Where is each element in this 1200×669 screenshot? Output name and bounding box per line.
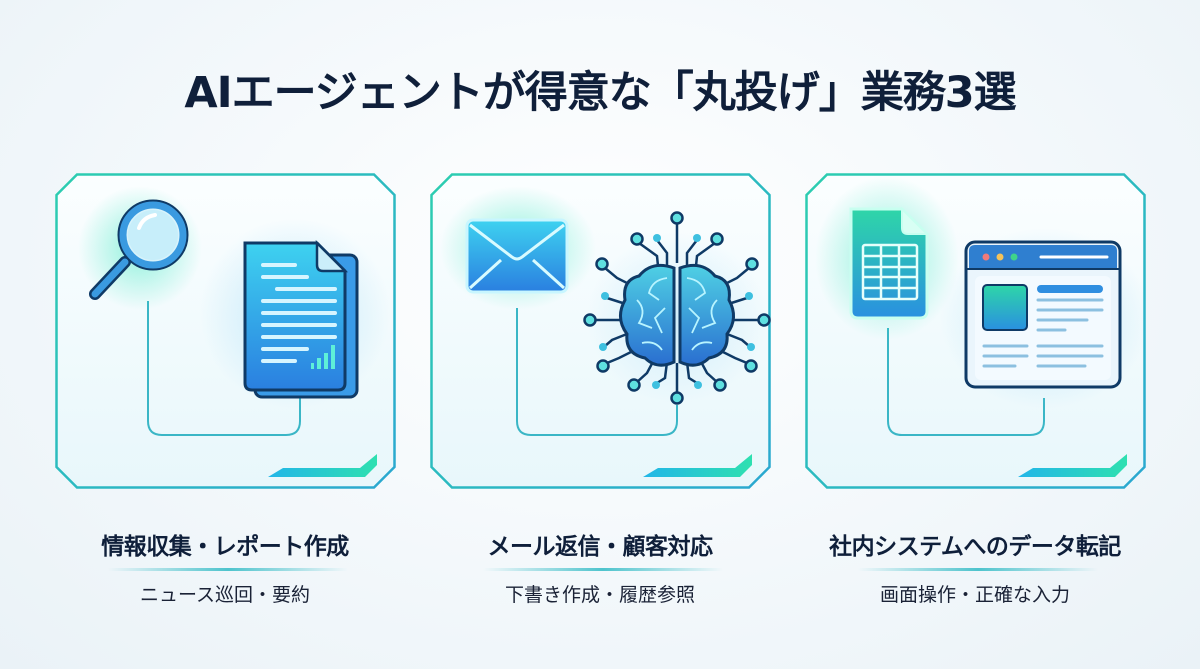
card-info-gathering: [55, 173, 396, 489]
card-email-support: [430, 173, 771, 489]
card-3-divider: [858, 568, 1098, 571]
card-1-label: 情報収集・レポート作成: [101, 534, 349, 560]
envelope-icon: [440, 186, 596, 310]
connector-line: [887, 328, 1045, 436]
card-3-sublabel: 画面操作・正確な入力: [879, 584, 1070, 606]
accent-bar: [268, 454, 377, 477]
document-report-icon: [200, 218, 390, 408]
page-title: AIエージェントが得意な「丸投げ」業務3選: [184, 68, 1016, 118]
browser-window-icon: [940, 228, 1146, 408]
card-3-label: 社内システムへのデータ転記: [829, 534, 1121, 560]
accent-bar: [1018, 454, 1127, 477]
card-1-sublabel: ニュース巡回・要約: [139, 584, 311, 606]
magnifier-icon: [78, 186, 202, 310]
card-1-divider: [108, 568, 348, 571]
card-2-label: メール返信・顧客対応: [487, 534, 714, 560]
connector-line: [147, 301, 301, 436]
ai-brain-circuit-icon: [583, 211, 771, 405]
connector-line: [516, 308, 678, 436]
accent-bar: [643, 454, 752, 477]
card-2-sublabel: 下書き作成・履歴参照: [504, 584, 695, 606]
card-2-divider: [483, 568, 723, 571]
card-data-entry: [805, 173, 1146, 489]
spreadsheet-icon: [815, 176, 959, 340]
